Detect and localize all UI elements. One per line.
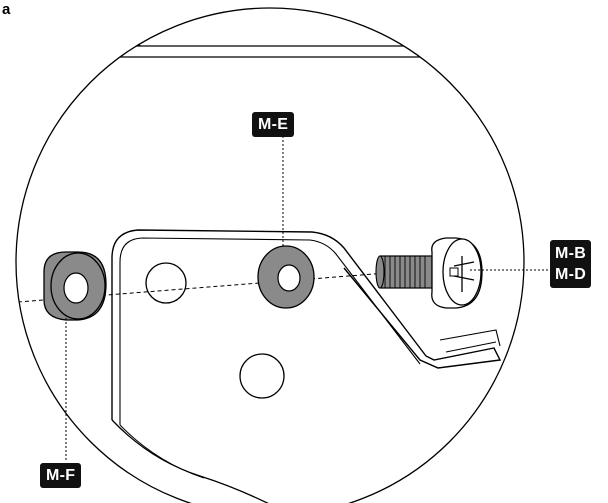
callout-me-label: M-E [258, 116, 289, 133]
screw [375, 237, 483, 309]
bracket-tab [439, 329, 501, 347]
flat-washer [257, 245, 315, 309]
callout-mb-label: M-B [555, 245, 587, 262]
callout-mf: M-F [40, 463, 82, 488]
callout-mb-md: M-B M-D [550, 240, 592, 288]
callout-mf-label: M-F [46, 467, 76, 484]
plate-hole-left [145, 262, 187, 304]
callout-me: M-E [252, 112, 295, 137]
bracket-lower-curve-2 [119, 424, 205, 479]
callout-md-label: M-D [555, 266, 587, 283]
bracket-inner-edge [119, 237, 421, 425]
bracket-tab-edge [445, 341, 497, 353]
plate-hole-lower [239, 353, 285, 399]
bracket-plate [111, 229, 502, 420]
detail-circle [15, 7, 525, 503]
device-corner-line [117, 11, 141, 47]
panel-letter: a [2, 1, 11, 18]
bracket-lower-curve [111, 419, 301, 503]
spacer-washer [43, 251, 107, 321]
